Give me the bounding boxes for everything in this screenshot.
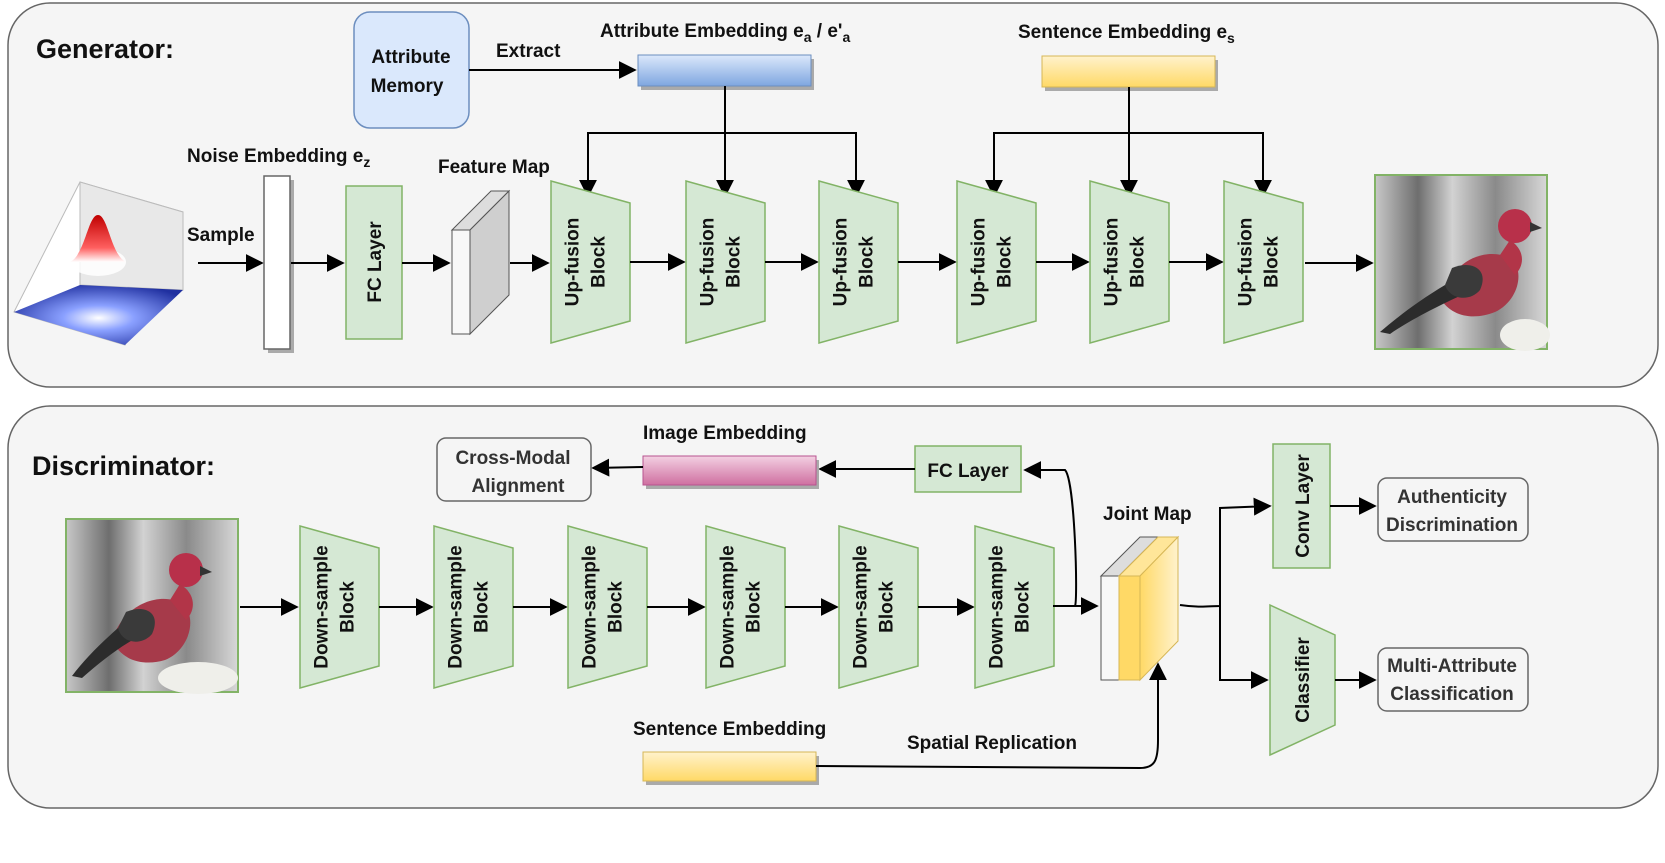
up-fusion-block-label: Up-fusion [831,218,852,307]
attribute-memory-box [353,11,470,129]
image-embedding-label: Image Embedding [643,423,807,444]
down-sample-block-6 [974,525,1055,689]
down-sample-block-1 [299,525,380,689]
gaussian-distribution-plot [13,181,184,346]
attribute-embedding-label: Attribute Embedding ea / e'a [600,21,850,45]
up-fusion-block-label: Up-fusion [1236,218,1257,307]
svg-text:Authenticity: Authenticity [1397,487,1507,508]
up-fusion-block-2 [685,180,766,344]
feature-map-cube [450,189,511,336]
svg-text:Alignment: Alignment [472,476,566,497]
down-sample-block-label: Down-sample [446,545,467,669]
up-fusion-block-4 [956,180,1037,344]
svg-text:Cross-Modal: Cross-Modal [455,448,570,469]
feature-map-label: Feature Map [438,157,550,178]
authenticity-discrimination-box [1377,477,1529,542]
down-sample-block-label: Block [338,581,359,633]
svg-text:FC Layer: FC Layer [365,221,386,303]
generator-fc-layer [345,185,403,340]
down-sample-block-5 [838,525,919,689]
svg-text:Classifier: Classifier [1293,637,1314,723]
discriminator-sentence-embedding-bar [642,751,817,782]
input-bird-image [65,518,239,694]
up-fusion-block-label: Block [995,236,1016,288]
classifier-block [1269,603,1336,757]
svg-text:Memory: Memory [371,76,444,97]
down-sample-block-3 [567,525,648,689]
extract-label: Extract [496,41,561,62]
up-fusion-block-1 [550,180,631,344]
up-fusion-block-5 [1089,180,1170,344]
joint-map-cube [1099,535,1180,682]
generator-sentence-embedding-label: Sentence Embedding es [1018,22,1235,46]
down-sample-block-label: Down-sample [718,545,739,669]
up-fusion-block-label: Block [724,236,745,288]
up-fusion-block-label: Block [1262,236,1283,288]
generator-title: Generator: [36,34,174,64]
svg-text:Discrimination: Discrimination [1386,515,1518,536]
down-sample-block-label: Block [877,581,898,633]
down-sample-block-label: Down-sample [987,545,1008,669]
svg-text:Conv Layer: Conv Layer [1293,454,1314,558]
noise-embedding-label: Noise Embedding ez [187,146,370,170]
generator-sentence-embedding-bar [1041,55,1216,88]
spatial-replication-label: Spatial Replication [907,733,1077,754]
conv-layer [1272,443,1331,569]
up-fusion-block-label: Up-fusion [969,218,990,307]
down-sample-block-label: Down-sample [580,545,601,669]
up-fusion-block-label: Block [589,236,610,288]
discriminator-sentence-embedding-label: Sentence Embedding [633,719,826,740]
down-sample-block-label: Block [472,581,493,633]
up-fusion-block-label: Up-fusion [698,218,719,307]
down-sample-block-label: Block [744,581,765,633]
up-fusion-block-label: Block [857,236,878,288]
attribute-embedding-bar [637,54,812,87]
down-sample-block-label: Block [606,581,627,633]
down-sample-block-label: Down-sample [312,545,333,669]
generated-bird-image [1374,174,1550,351]
up-fusion-block-label: Block [1128,236,1149,288]
joint-map-label: Joint Map [1103,504,1192,525]
down-sample-block-label: Block [1013,581,1034,633]
svg-text:Attribute: Attribute [371,47,450,68]
svg-text:Classification: Classification [1390,684,1514,705]
cross-modal-alignment-box [436,437,592,502]
up-fusion-block-6 [1223,180,1304,344]
sample-label: Sample [187,225,255,246]
up-fusion-block-label: Up-fusion [563,218,584,307]
multi-attribute-classification-box [1377,647,1529,712]
down-sample-block-4 [705,525,786,689]
svg-text:FC Layer: FC Layer [927,461,1009,482]
down-sample-block-label: Down-sample [851,545,872,669]
image-embedding-bar [642,455,817,486]
discriminator-title: Discriminator: [32,451,215,481]
down-sample-block-2 [433,525,514,689]
svg-text:Multi-Attribute: Multi-Attribute [1387,656,1517,677]
up-fusion-block-label: Up-fusion [1102,218,1123,307]
up-fusion-block-3 [818,180,899,344]
